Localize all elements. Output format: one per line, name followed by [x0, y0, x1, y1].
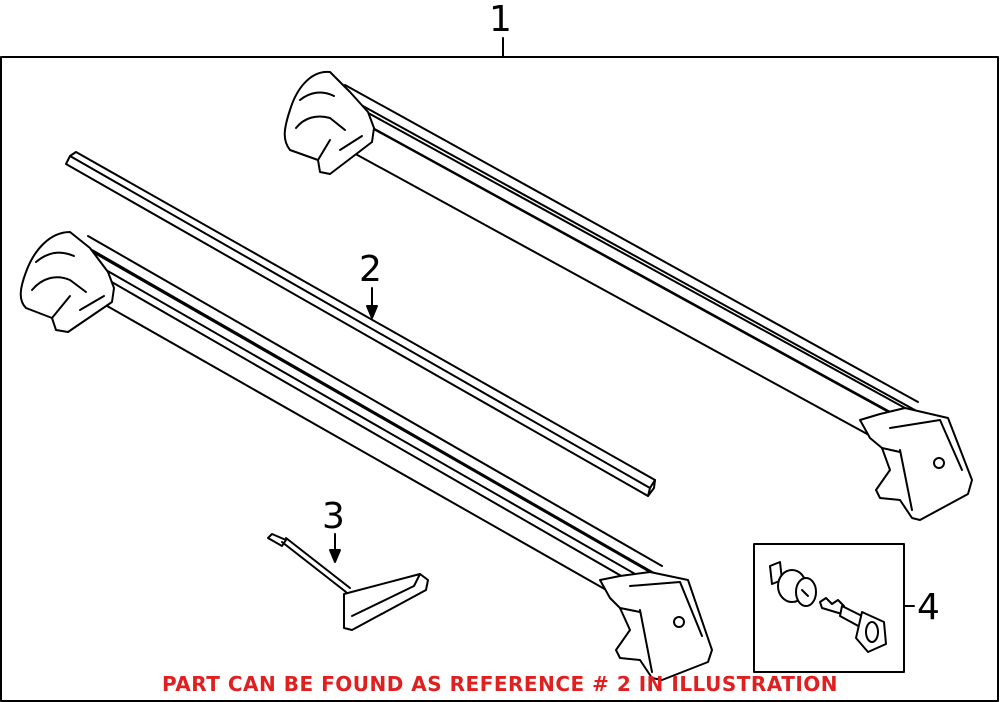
lock-cylinder-icon: [769, 561, 817, 607]
torque-tool: [267, 533, 429, 631]
front-crossbar: [19, 231, 713, 681]
reference-notice: PART CAN BE FOUND AS REFERENCE # 2 IN IL…: [161, 672, 839, 696]
weatherstrip: [65, 151, 656, 497]
callout-2: 2: [359, 249, 382, 290]
diagram-frame: [0, 56, 999, 702]
rear-crossbar: [283, 70, 973, 521]
callout-4: 4: [917, 587, 940, 628]
callout-3: 3: [322, 496, 345, 537]
key-icon: [819, 597, 887, 653]
lock-set-box: [753, 543, 915, 673]
callout-1: 1: [489, 0, 512, 40]
